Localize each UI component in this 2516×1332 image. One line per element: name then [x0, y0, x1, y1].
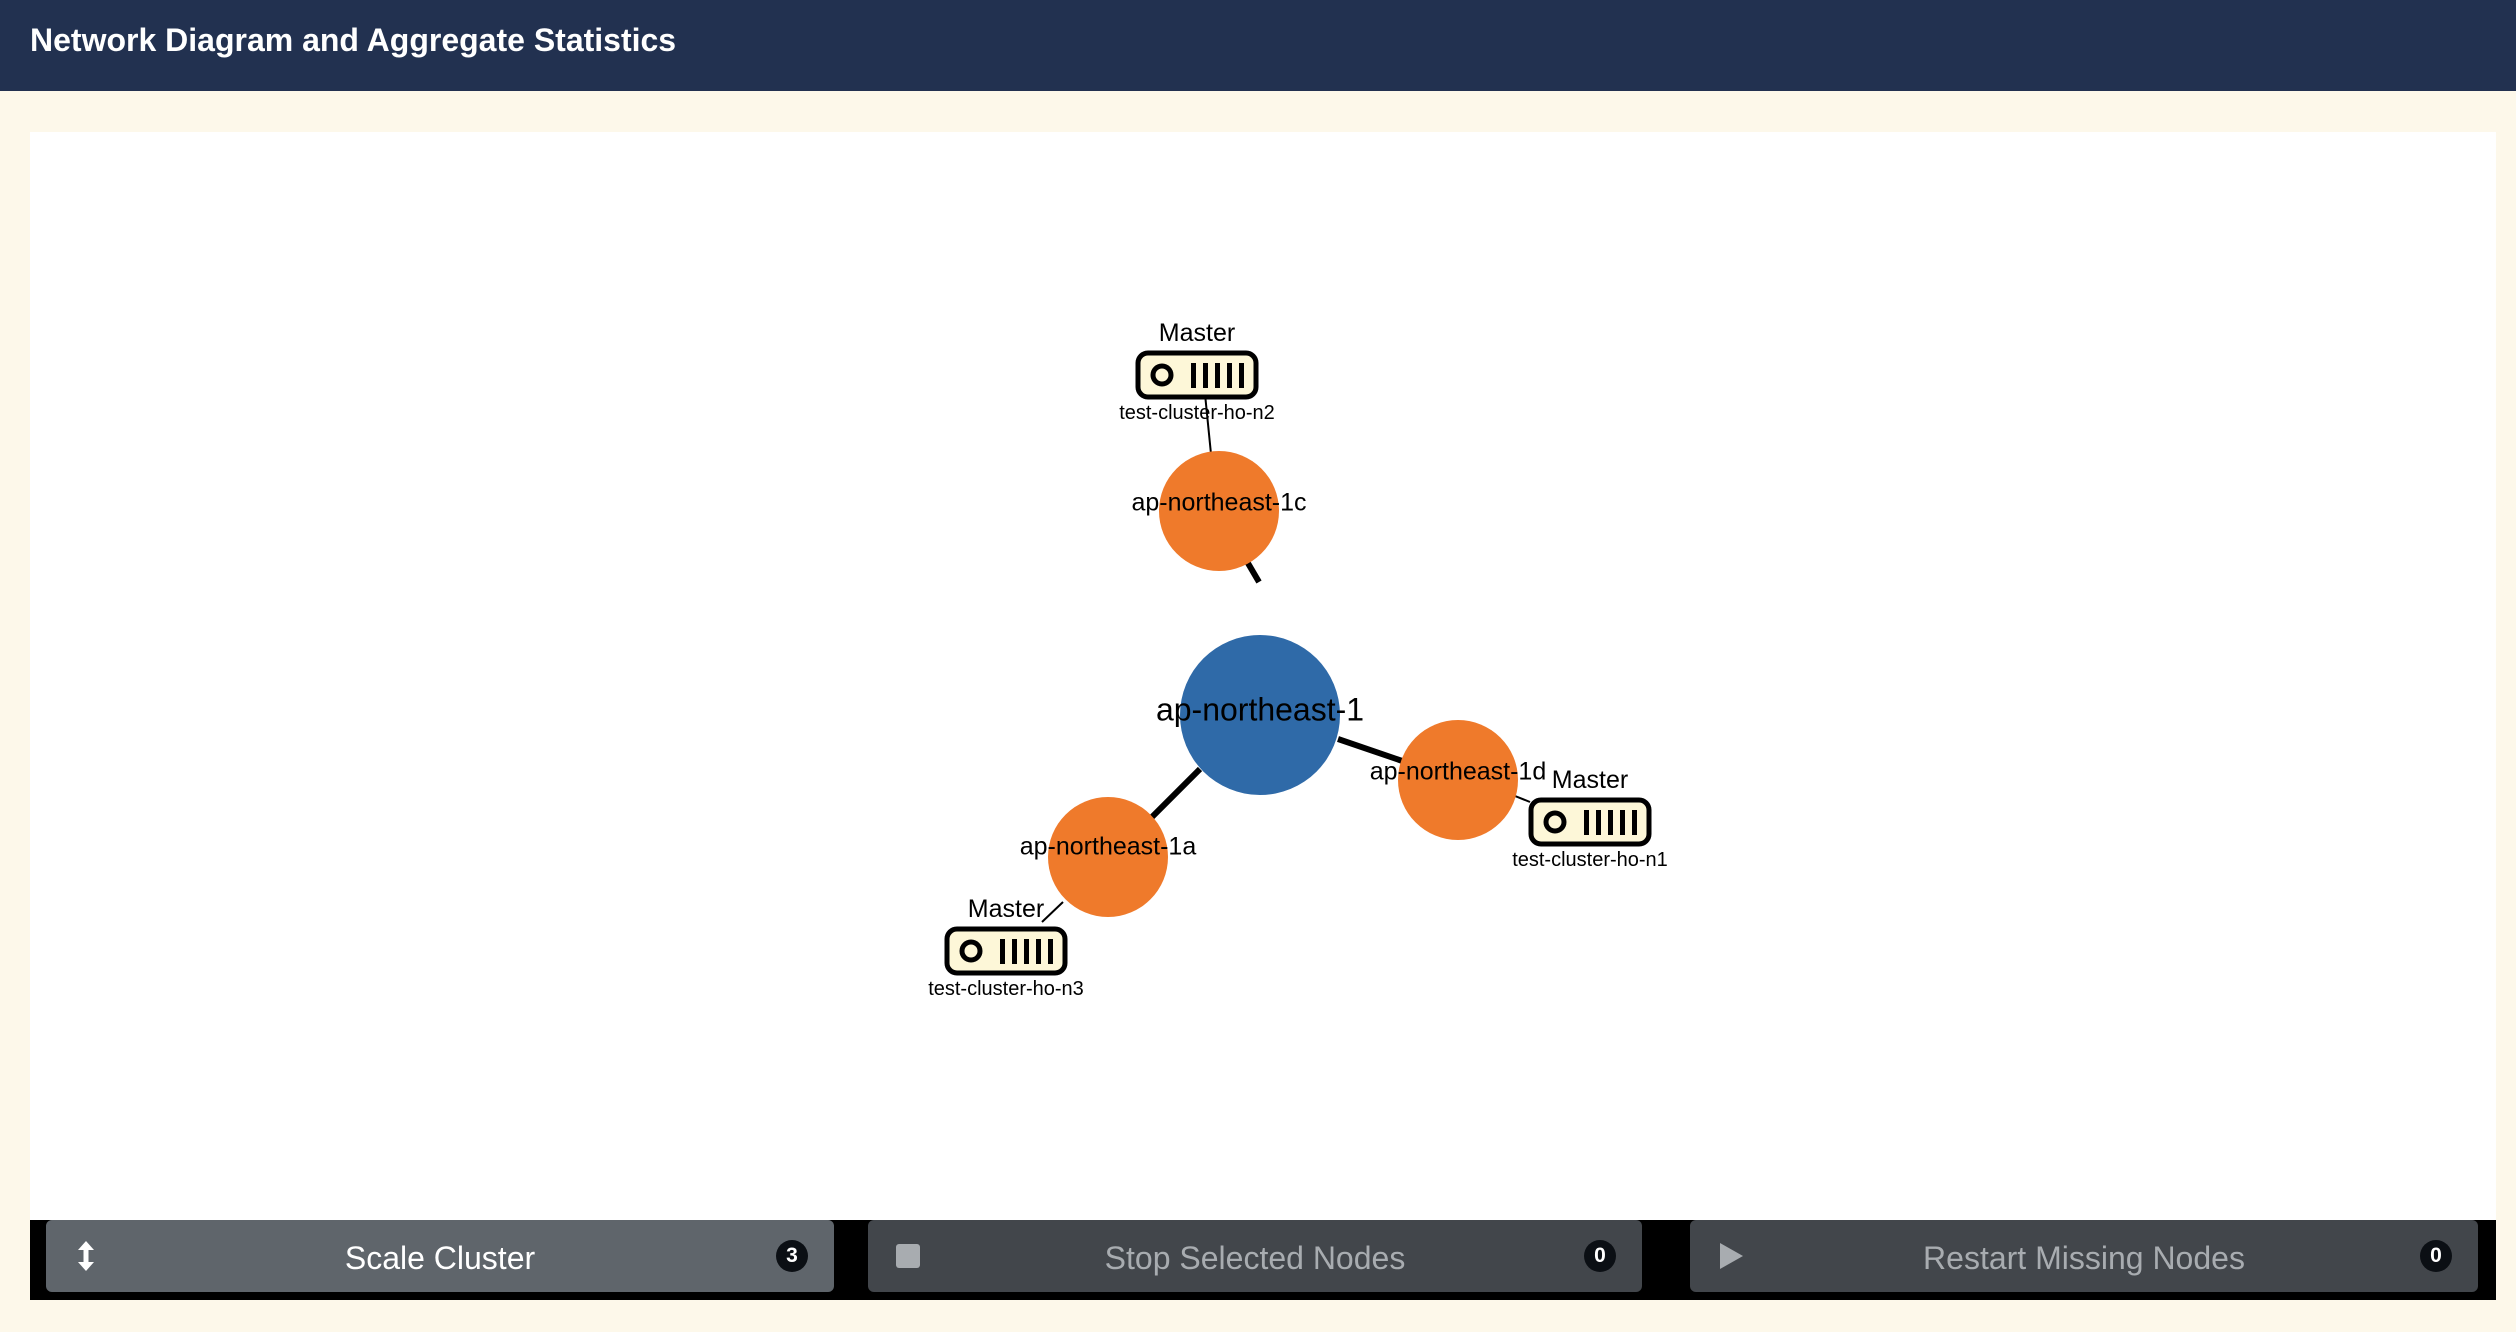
- zone-circle-d[interactable]: [1398, 720, 1518, 840]
- node-name-label: test-cluster-ho-n3: [928, 978, 1084, 1000]
- zone-label-d: ap-northeast-1d: [1370, 758, 1547, 786]
- restart-count-badge: 0: [2420, 1240, 2452, 1272]
- page-title: Network Diagram and Aggregate Statistics: [30, 22, 677, 58]
- stop-icon: [896, 1244, 920, 1268]
- action-toolbar: Scale Cluster 3 Stop Selected Nodes 0 Re…: [30, 1220, 2496, 1300]
- diagram-panel: ap-northeast-1 ap-northeast-1c ap-northe…: [30, 132, 2496, 1220]
- node-name-label: test-cluster-ho-n1: [1512, 849, 1668, 871]
- server-icon: [944, 926, 1068, 976]
- node-role-label: Master: [1159, 319, 1235, 347]
- scale-cluster-button[interactable]: Scale Cluster 3: [46, 1220, 834, 1292]
- scale-cluster-label: Scale Cluster: [344, 1240, 536, 1276]
- stop-count-badge: 0: [1584, 1240, 1616, 1272]
- app-header: Network Diagram and Aggregate Statistics: [0, 0, 2516, 91]
- node-role-label: Master: [968, 895, 1044, 923]
- node-role-label: Master: [1552, 766, 1628, 794]
- zone-circle-a[interactable]: [1048, 797, 1168, 917]
- server-node-n2[interactable]: Master test-cluster-ho-n2: [1119, 319, 1275, 424]
- server-icon: [1528, 797, 1652, 847]
- region-circle[interactable]: [1180, 635, 1340, 795]
- server-node-n1[interactable]: Master test-cluster-ho-n1: [1512, 766, 1668, 871]
- link-zone-c-node: [1204, 393, 1212, 455]
- stop-selected-nodes-button[interactable]: Stop Selected Nodes 0: [868, 1220, 1642, 1292]
- zone-label-c: ap-northeast-1c: [1131, 489, 1306, 517]
- link-zone-a-node: [1041, 901, 1064, 923]
- network-diagram: ap-northeast-1 ap-northeast-1c ap-northe…: [928, 319, 1668, 1000]
- server-node-n3[interactable]: Master test-cluster-ho-n3: [928, 895, 1084, 1000]
- restart-missing-nodes-button[interactable]: Restart Missing Nodes 0: [1690, 1220, 2478, 1292]
- restart-missing-nodes-label: Restart Missing Nodes: [1923, 1240, 2245, 1276]
- zone-circle-c[interactable]: [1159, 451, 1279, 571]
- zone-label-a: ap-northeast-1a: [1020, 833, 1197, 861]
- region-label: ap-northeast-1: [1156, 691, 1364, 727]
- play-icon: [1720, 1243, 1743, 1269]
- node-name-label: test-cluster-ho-n2: [1119, 402, 1275, 424]
- scale-count-badge: 3: [776, 1240, 808, 1272]
- server-icon: [1135, 350, 1259, 400]
- vertical-resize-icon: [78, 1241, 94, 1271]
- stop-selected-nodes-label: Stop Selected Nodes: [1104, 1240, 1406, 1276]
